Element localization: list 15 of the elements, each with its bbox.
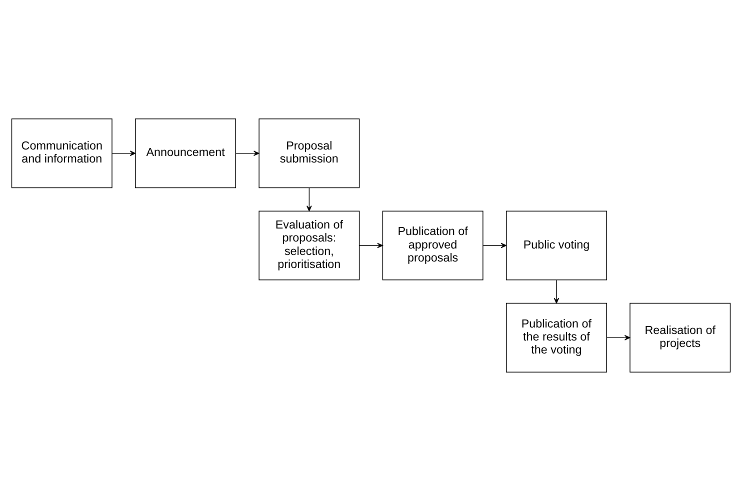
node-box: Evaluation of proposals: selection, prioritisation [258, 210, 360, 280]
node-box: Publication of the results of the voting [506, 302, 607, 372]
arrow [554, 280, 560, 304]
node-box: Proposal submission [258, 118, 360, 188]
arrow [606, 335, 630, 340]
node-box: Announcement [135, 118, 236, 188]
arrow [482, 242, 507, 248]
arrow [306, 188, 312, 212]
arrow [359, 242, 383, 248]
node-box: Communication and information [11, 118, 112, 188]
arrow [112, 150, 136, 156]
node-box: Publication of approved proposals [382, 210, 484, 280]
arrow [235, 150, 260, 156]
node-box: Realisation of projects [630, 302, 731, 372]
node-box: Public voting [506, 210, 607, 280]
